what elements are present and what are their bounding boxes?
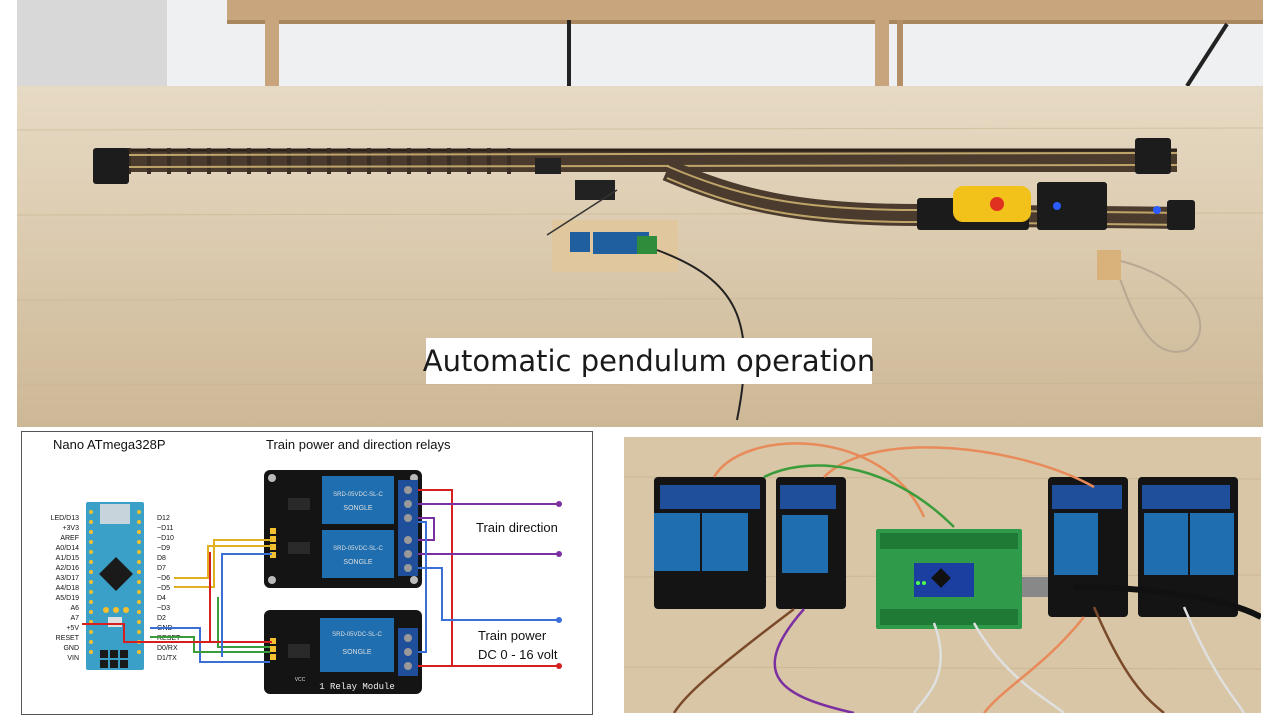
- pin-label: D4: [157, 595, 166, 602]
- relay-part-label: SRD-05VDC-SL-C: [333, 492, 383, 498]
- pin-label: RESET: [56, 635, 80, 642]
- pin-label: LED/D13: [51, 515, 80, 522]
- relay-brand-label: SONGLE: [342, 649, 372, 656]
- vcc-label: VCC: [295, 677, 306, 683]
- pin-label: D2: [157, 615, 166, 622]
- relay-brand-label: SONGLE: [343, 505, 373, 512]
- relay-module-1ch: SRD-05VDC-SL-C SONGLE 1 Relay Module VCC: [264, 610, 422, 694]
- pin-label: ~D6: [157, 575, 170, 582]
- pin-label: AREF: [60, 535, 79, 542]
- train-power-label: Train power: [478, 628, 547, 643]
- pin-label: ~D3: [157, 605, 170, 612]
- relay-brand-label: SONGLE: [343, 559, 373, 566]
- relay-module-label: 1 Relay Module: [319, 682, 395, 692]
- train-direction-label: Train direction: [476, 520, 558, 535]
- pin-label: D12: [157, 515, 170, 522]
- pin-label: RESET: [157, 635, 181, 642]
- pin-label: A4/D18: [56, 585, 79, 592]
- pin-label: +5V: [66, 625, 79, 632]
- pin-label: VIN: [67, 655, 79, 662]
- pin-label: A5/D19: [56, 595, 79, 602]
- relay-part-label: SRD-05VDC-SL-C: [333, 546, 383, 552]
- pin-label: D0/RX: [157, 645, 178, 652]
- pin-label: A7: [70, 615, 79, 622]
- pin-label: A1/D15: [56, 555, 79, 562]
- pin-label: D1/TX: [157, 655, 177, 662]
- pin-label: ~D10: [157, 535, 174, 542]
- pin-label: A2/D16: [56, 565, 79, 572]
- relay-part-label: SRD-05VDC-SL-C: [332, 632, 382, 638]
- relay-board-photo: [624, 437, 1261, 713]
- pin-label: GND: [63, 645, 79, 652]
- pin-label: A6: [70, 605, 79, 612]
- train-power-spec-label: DC 0 - 16 volt: [478, 647, 558, 662]
- pin-label: D7: [157, 565, 166, 572]
- relays-title: Train power and direction relays: [266, 437, 451, 452]
- pin-label: ~D11: [157, 525, 174, 532]
- relay-module-2ch: SRD-05VDC-SL-C SONGLE SRD-05VDC-SL-C SON…: [264, 470, 422, 588]
- pin-label: A3/D17: [56, 575, 79, 582]
- pin-label: D8: [157, 555, 166, 562]
- pin-label: ~D5: [157, 585, 170, 592]
- nano-board: [86, 502, 144, 670]
- pin-label: A0/D14: [56, 545, 79, 552]
- wiring-schematic: Nano ATmega328P Train power and directio…: [21, 431, 593, 715]
- pin-label: +3V3: [62, 525, 79, 532]
- caption-label: Automatic pendulum operation: [423, 338, 875, 384]
- board-title: Nano ATmega328P: [53, 437, 166, 452]
- pin-label: ~D9: [157, 545, 170, 552]
